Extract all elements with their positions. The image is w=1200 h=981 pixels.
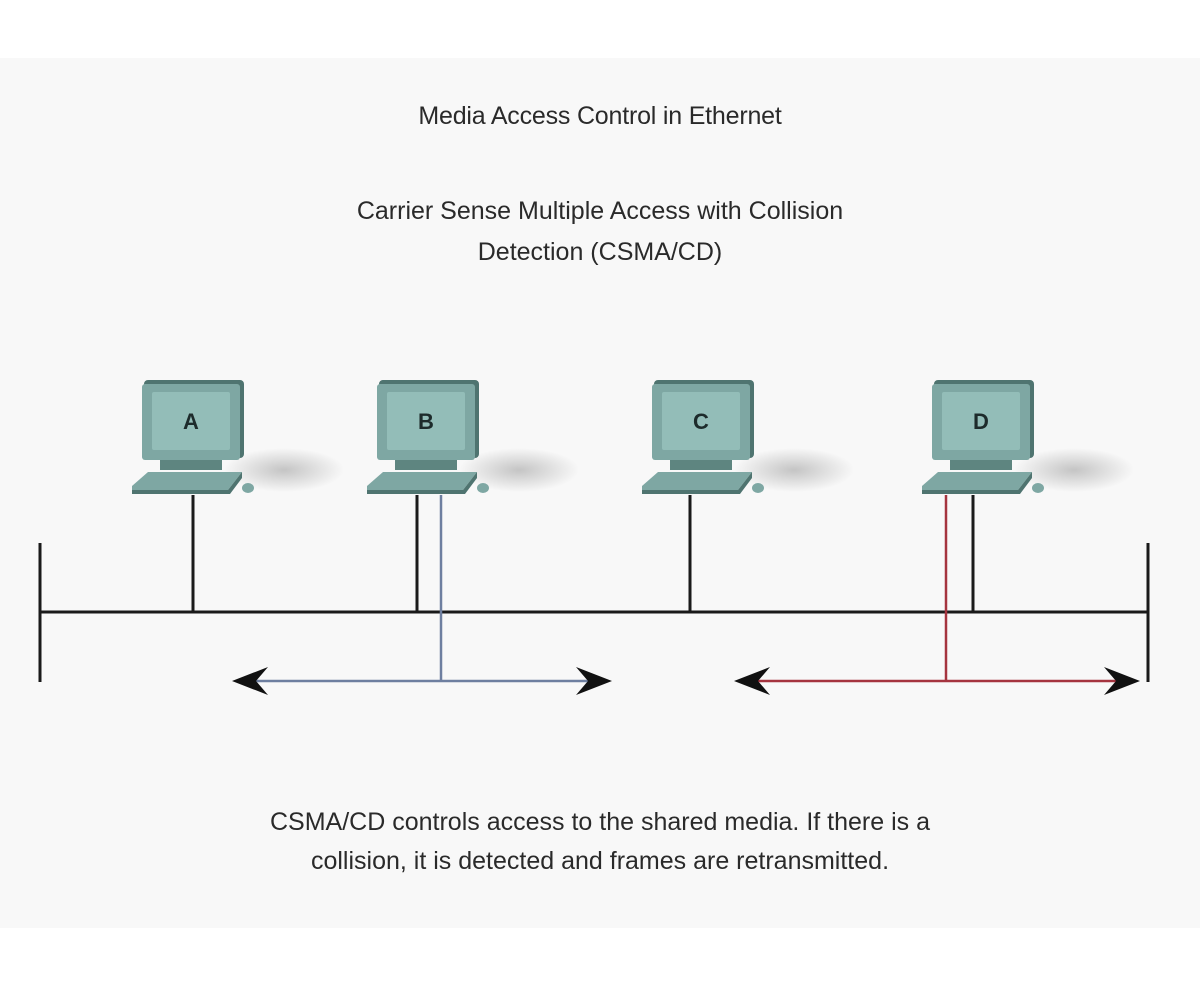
computer-label: C	[693, 409, 709, 434]
signal-d	[734, 495, 1140, 695]
signal-b	[232, 495, 612, 695]
subtitle-line-1: Carrier Sense Multiple Access with Colli…	[356, 197, 844, 225]
mouse	[242, 483, 254, 493]
keyboard	[367, 472, 477, 490]
signal-d-arrow-left	[734, 667, 770, 695]
monitor-base	[160, 460, 222, 470]
mouse	[1032, 483, 1044, 493]
computer-label: B	[418, 409, 434, 434]
keyboard	[642, 472, 752, 490]
monitor-screen	[152, 392, 230, 450]
computer-d: D	[922, 380, 1134, 494]
monitor-base	[670, 460, 732, 470]
keyboard	[132, 472, 242, 490]
mouse	[752, 483, 764, 493]
diagram-title: Media Access Control in Ethernet	[418, 102, 782, 130]
caption-line-2: collision, it is detected and frames are…	[310, 847, 890, 875]
ethernet-bus	[38, 543, 1150, 682]
monitor-base	[950, 460, 1012, 470]
monitor-base	[395, 460, 457, 470]
subtitle-line-2: Detection (CSMA/CD)	[477, 238, 723, 266]
computer-a: A	[132, 380, 344, 494]
computer-label: D	[973, 409, 989, 434]
keyboard	[922, 472, 1032, 490]
signal-d-arrow-right	[1104, 667, 1140, 695]
monitor-screen	[662, 392, 740, 450]
signal-b-arrow-right	[576, 667, 612, 695]
caption-line-1: CSMA/CD controls access to the shared me…	[270, 808, 930, 836]
mouse	[477, 483, 489, 493]
signal-b-arrow-left	[232, 667, 268, 695]
computer-label: A	[183, 409, 199, 434]
computer-b: B	[367, 380, 579, 494]
computer-c: C	[642, 380, 854, 494]
monitor-screen	[387, 392, 465, 450]
monitor-screen	[942, 392, 1020, 450]
